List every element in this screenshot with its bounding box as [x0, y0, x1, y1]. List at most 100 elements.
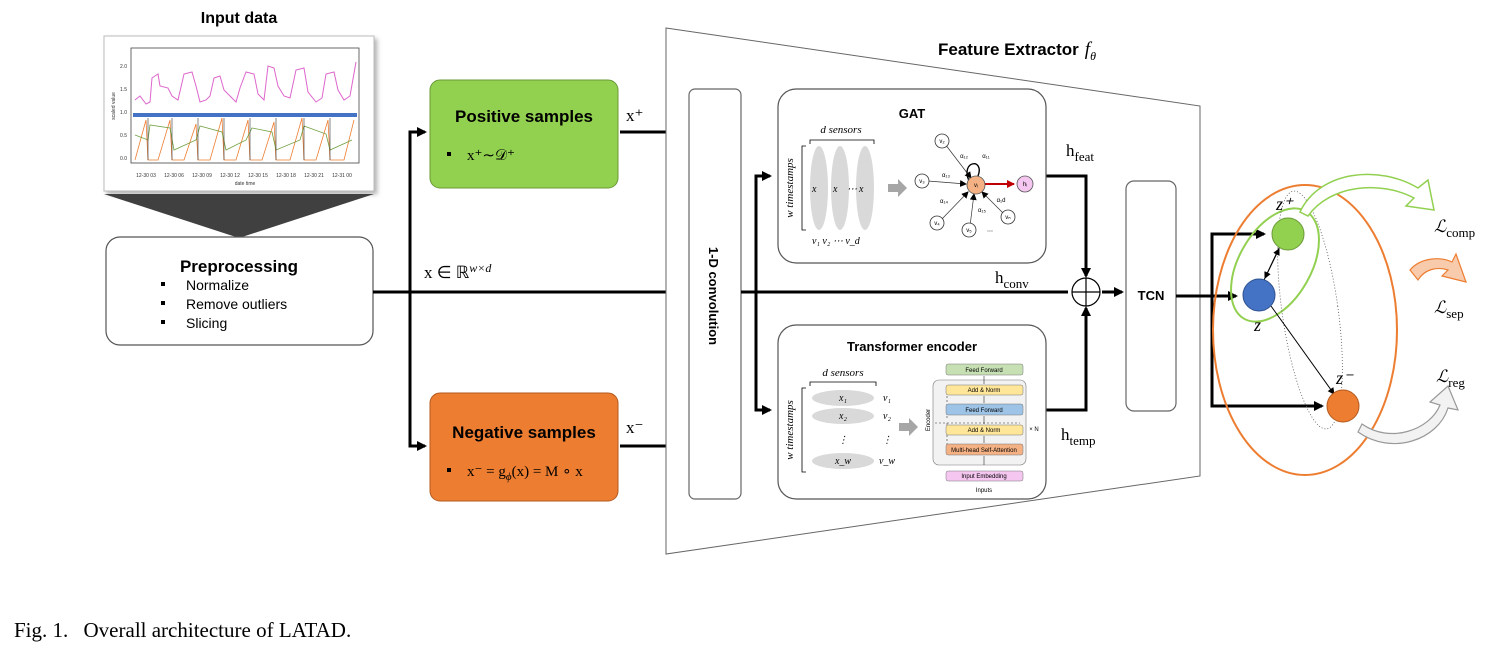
graph-node [934, 133, 950, 149]
inputs-label: Inputs [976, 488, 992, 494]
bullet [447, 468, 451, 472]
graph-node-label: v₅ [966, 228, 972, 234]
layer-label: Input Embedding [961, 474, 1006, 480]
alpha-label: α₁₃ [942, 173, 950, 179]
transformer-row-label: ⋮ [838, 435, 848, 446]
graph-node-output [1016, 175, 1034, 193]
positive-samples-box [429, 79, 619, 189]
layer-add-norm-2 [945, 424, 1024, 436]
tcn-label: TCN [1138, 288, 1165, 303]
plot-xlabel: date time [235, 181, 256, 187]
latent-space-ellipse [1212, 184, 1398, 476]
positive-samples-title: Positive samples [455, 107, 593, 126]
plot-xtick: 12-31 00 [332, 173, 352, 179]
graph-node [929, 215, 945, 231]
z-plus-label: z⁺ [1275, 194, 1294, 214]
layer-add-norm [945, 384, 1024, 396]
comp-loss-arrow-icon [1299, 173, 1435, 217]
plot-xtick: 12-30 21 [304, 173, 324, 179]
gat-column [810, 146, 828, 230]
bullet [161, 282, 165, 286]
transformer-row-label: x_w [834, 456, 851, 467]
reg-loss-label: ℒreg [1436, 367, 1465, 390]
gat-graph [927, 143, 1015, 227]
alpha-label: α₁₅ [978, 208, 986, 214]
layer-label: Add & Norm [968, 428, 1001, 434]
gat-column [856, 146, 874, 230]
h-conv-label: hconv [995, 268, 1029, 291]
positive-formula: x⁺∼𝒟⁺ [467, 148, 515, 164]
reg-loss-arrow-icon [1357, 384, 1459, 445]
input-title: Input data [201, 10, 278, 27]
graph-node-label: v₄ [934, 221, 940, 227]
gat-col-label: x [858, 184, 864, 195]
preprocessing-item: Normalize [186, 277, 249, 293]
bullet [161, 301, 165, 305]
negative-samples-title: Negative samples [452, 423, 596, 442]
z-minus-label: z⁻ [1335, 368, 1354, 388]
gat-sensors: d sensors [820, 124, 861, 136]
layer-attention [945, 443, 1024, 456]
negative-edge-label: x⁻ [626, 418, 643, 437]
transformer-brace-left [801, 387, 806, 473]
bullet [161, 320, 165, 324]
transformer-timestamps: w timestamps [784, 400, 796, 460]
gat-column [831, 146, 849, 230]
gat-arrow-icon [888, 179, 907, 197]
plot-xtick: 12-30 15 [248, 173, 268, 179]
transformer-v-label: v_w [879, 456, 895, 467]
preprocessing-item: Remove outliers [186, 296, 287, 312]
preprocessing-item: Slicing [186, 315, 227, 331]
plot-ylabel: scaled value [111, 92, 117, 120]
plot-xtick: 12-30 03 [136, 173, 156, 179]
transformer-row-label: x₁ [838, 393, 847, 404]
transformer-arrow-icon [899, 418, 918, 436]
transformer-row [812, 390, 874, 406]
transformer-row-label: x₂ [838, 411, 847, 422]
layer-label: Multi-head Self-Attention [951, 448, 1017, 454]
alpha-label: α₁d [997, 198, 1006, 204]
alpha-label: ⋯ [987, 229, 993, 235]
preprocessing-title: Preprocessing [180, 257, 298, 276]
input-funnel [104, 194, 374, 238]
input-plot: 2.0 1.5 1.0 0.5 0.0 scaled value 12-30 0… [103, 35, 375, 192]
plot-ytick: 0.0 [120, 156, 127, 162]
plot-xtick: 12-30 12 [220, 173, 240, 179]
dotted-ellipse [1277, 190, 1343, 430]
graph-node-label: vᵢ [974, 183, 978, 189]
h-temp-label: htemp [1061, 425, 1096, 448]
times-n-label: × N [1029, 427, 1039, 433]
layer-input-embedding [945, 470, 1024, 482]
caption-text: Overall architecture of LATAD. [83, 618, 352, 642]
gat-col-label: ⋯ [847, 184, 857, 195]
encoder-stack: Feed Forward Add & Norm Feed Forward Add… [926, 363, 1039, 494]
h-feat-label: hfeat [1066, 141, 1094, 164]
plot-xtick: 12-30 06 [164, 173, 184, 179]
latent-arrows [1262, 245, 1335, 395]
transformer-v-label: v₂ [883, 411, 891, 422]
sep-loss-arrow-icon [1409, 252, 1467, 283]
gat-col-label: x [832, 184, 838, 195]
gat-brace [809, 139, 875, 144]
graph-node-label: v₃ [919, 179, 925, 185]
conv-box [688, 88, 742, 500]
graph-node [1000, 209, 1016, 225]
graph-node-label: hᵢ [1023, 182, 1027, 188]
sep-loss-label: ℒsep [1434, 298, 1464, 321]
z-plus-node [1271, 217, 1305, 251]
negative-formula: x⁻ = gϕ(x) = M ∘ x [467, 464, 583, 483]
bullet [447, 152, 451, 156]
z-label: z [1253, 315, 1261, 335]
plot-xtick: 12-30 09 [192, 173, 212, 179]
transformer-sensors: d sensors [822, 367, 863, 379]
graph-node-label: vₙ [1005, 215, 1011, 221]
plot-ytick: 2.0 [120, 64, 127, 70]
layer-feed-forward-2 [945, 403, 1024, 416]
transformer-v-label: ⋮ [882, 435, 892, 446]
positive-cluster-ellipse [1230, 207, 1320, 323]
alpha-label: α₁₄ [940, 199, 948, 205]
z-minus-node [1326, 389, 1360, 423]
graph-node [961, 222, 977, 238]
